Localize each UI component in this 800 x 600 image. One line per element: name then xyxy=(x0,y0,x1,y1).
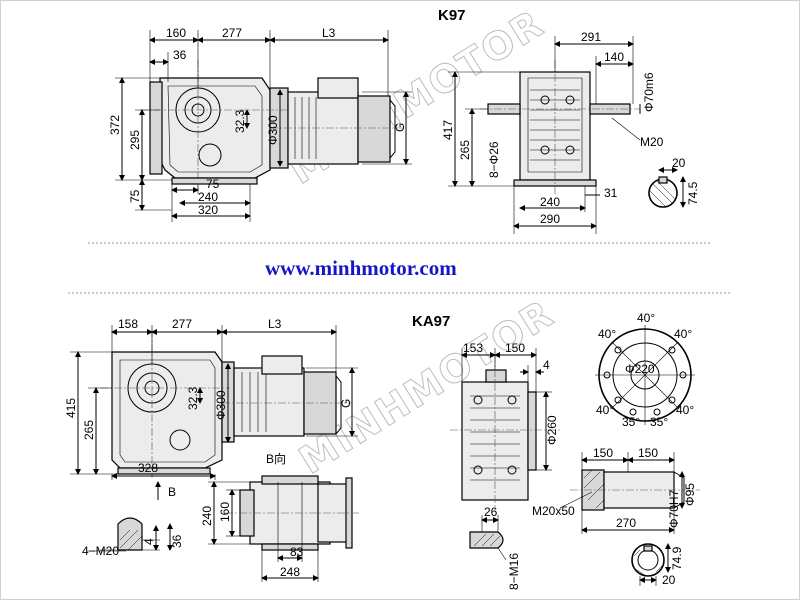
k97-dim-372: 372 xyxy=(108,115,122,135)
ka97-dim-749: 74.9 xyxy=(670,546,684,570)
ka97-angle-40-5: 40° xyxy=(676,403,694,417)
ka97-dim-M16: 8−M16 xyxy=(507,553,521,590)
ka97-dim-160: 160 xyxy=(218,502,232,522)
ka97-dim-277: 277 xyxy=(172,317,192,331)
k97-dim-20: 20 xyxy=(672,156,686,170)
k97-dim-290: 290 xyxy=(540,212,560,226)
ka97-thread-detail: 4 36 4−M20 xyxy=(82,517,184,558)
k97-dim-417: 417 xyxy=(441,120,455,140)
ka97-b-view: B向 240 160 83 248 xyxy=(200,451,360,582)
ka97-dim-323: 32.3 xyxy=(186,386,200,410)
ka97-dim-83: 83 xyxy=(290,545,304,559)
k97-side-view xyxy=(140,60,405,190)
ka97-keyway-section: 74.9 20 xyxy=(631,543,684,587)
ka97-dim-158: 158 xyxy=(118,317,138,331)
ka97-dim-26: 26 xyxy=(484,505,498,519)
k97-dim-75v: 75 xyxy=(128,189,142,203)
k97-dim-holes: 8−Φ26 xyxy=(487,141,501,178)
ka97-dim-G: G xyxy=(339,399,353,408)
ka97-dim-150b: 150 xyxy=(638,446,658,460)
ka97-side-view xyxy=(100,330,352,480)
ka97-dim-4M20: 4−M20 xyxy=(82,544,119,558)
ka97-dim-248: 248 xyxy=(280,565,300,579)
ka97-dim-phi220: Φ220 xyxy=(625,362,655,376)
k97-dim-265: 265 xyxy=(458,140,472,160)
ka97-dim-150: 150 xyxy=(505,341,525,355)
k97-dim-36: 36 xyxy=(173,48,187,62)
ka97-front-view xyxy=(450,355,560,510)
website-url: www.minhmotor.com xyxy=(265,256,457,280)
k97-dim-G: G xyxy=(393,123,407,132)
ka97-side-dimensions: 158 277 L3 415 265 32.3 Φ300 G 328 B xyxy=(64,317,358,500)
ka97-angle-40-3: 40° xyxy=(674,327,692,341)
ka97-dim-4-left: 4 xyxy=(142,538,156,545)
ka97-dim-265: 265 xyxy=(82,420,96,440)
k97-side-dimensions: 160 277 L3 36 372 295 75 32.3 Φ300 G 75 xyxy=(108,26,412,222)
ka97-hollow-shaft: 150 150 Φ95 Φ70H7 M20x50 270 xyxy=(532,446,700,534)
ka97-dim-M20x50: M20x50 xyxy=(532,504,575,518)
k97-dim-75h: 75 xyxy=(206,177,220,191)
k97-dim-291: 291 xyxy=(581,30,601,44)
k97-dim-277: 277 xyxy=(222,26,242,40)
k97-dim-31: 31 xyxy=(604,186,618,200)
ka97-dim-150a: 150 xyxy=(593,446,613,460)
ka97-dim-153: 153 xyxy=(463,341,483,355)
ka97-dim-4: 4 xyxy=(543,358,550,372)
ka97-bolt-detail: 26 8−M16 xyxy=(469,505,521,590)
ka97-front-dimensions: 153 150 4 Φ260 xyxy=(461,341,559,471)
ka97-dim-L3: L3 xyxy=(268,317,282,331)
k97-dim-160: 160 xyxy=(166,26,186,40)
ka97-dim-415: 415 xyxy=(64,398,78,418)
ka97-dim-328: 328 xyxy=(138,461,158,475)
ka97-title: KA97 xyxy=(412,313,450,330)
ka97-angle-40-4: 40° xyxy=(596,403,614,417)
ka97-angle-40-2: 40° xyxy=(637,311,655,325)
ka97-flange-view: 40° 40° 40° Φ220 40° 35° 35° 40° xyxy=(595,311,695,429)
ka97-dim-phi95: Φ95 xyxy=(683,483,697,506)
k97-keyway-section: 20 74.5 xyxy=(648,156,700,208)
ka97-dim-240: 240 xyxy=(200,506,214,526)
ka97-dim-phi70H7: Φ70H7 xyxy=(667,489,681,528)
ka97-dim-phi260: Φ260 xyxy=(545,415,559,445)
k97-front-dimensions: 291 140 Φ70m6 M20 417 265 8−Φ26 240 290 … xyxy=(441,30,664,234)
k97-title: K97 xyxy=(438,7,466,24)
ka97-dim-270: 270 xyxy=(616,516,636,530)
k97-dim-240b: 240 xyxy=(540,195,560,209)
ka97-dim-20: 20 xyxy=(662,573,676,587)
k97-dim-320: 320 xyxy=(198,203,218,217)
k97-dim-phi70m6: Φ70m6 xyxy=(642,72,656,112)
ka97-dim-36: 36 xyxy=(170,534,184,548)
k97-dim-phi300: Φ300 xyxy=(266,115,280,145)
ka97-label-Bdir: B向 xyxy=(266,451,286,466)
k97-dim-295: 295 xyxy=(128,130,142,150)
k97-dim-240: 240 xyxy=(198,190,218,204)
ka97-label-B: B xyxy=(168,485,176,499)
k97-dim-323: 32.3 xyxy=(233,109,247,133)
k97-dim-L3: L3 xyxy=(322,26,336,40)
k97-dim-M20: M20 xyxy=(640,135,664,149)
ka97-angle-35-1: 35° xyxy=(622,415,640,429)
ka97-angle-35-2: 35° xyxy=(650,415,668,429)
ka97-angle-40-1: 40° xyxy=(598,327,616,341)
k97-front-view xyxy=(480,60,640,195)
k97-dim-140: 140 xyxy=(604,50,624,64)
ka97-dim-phi300: Φ300 xyxy=(214,390,228,420)
k97-dim-745: 74.5 xyxy=(686,181,700,205)
